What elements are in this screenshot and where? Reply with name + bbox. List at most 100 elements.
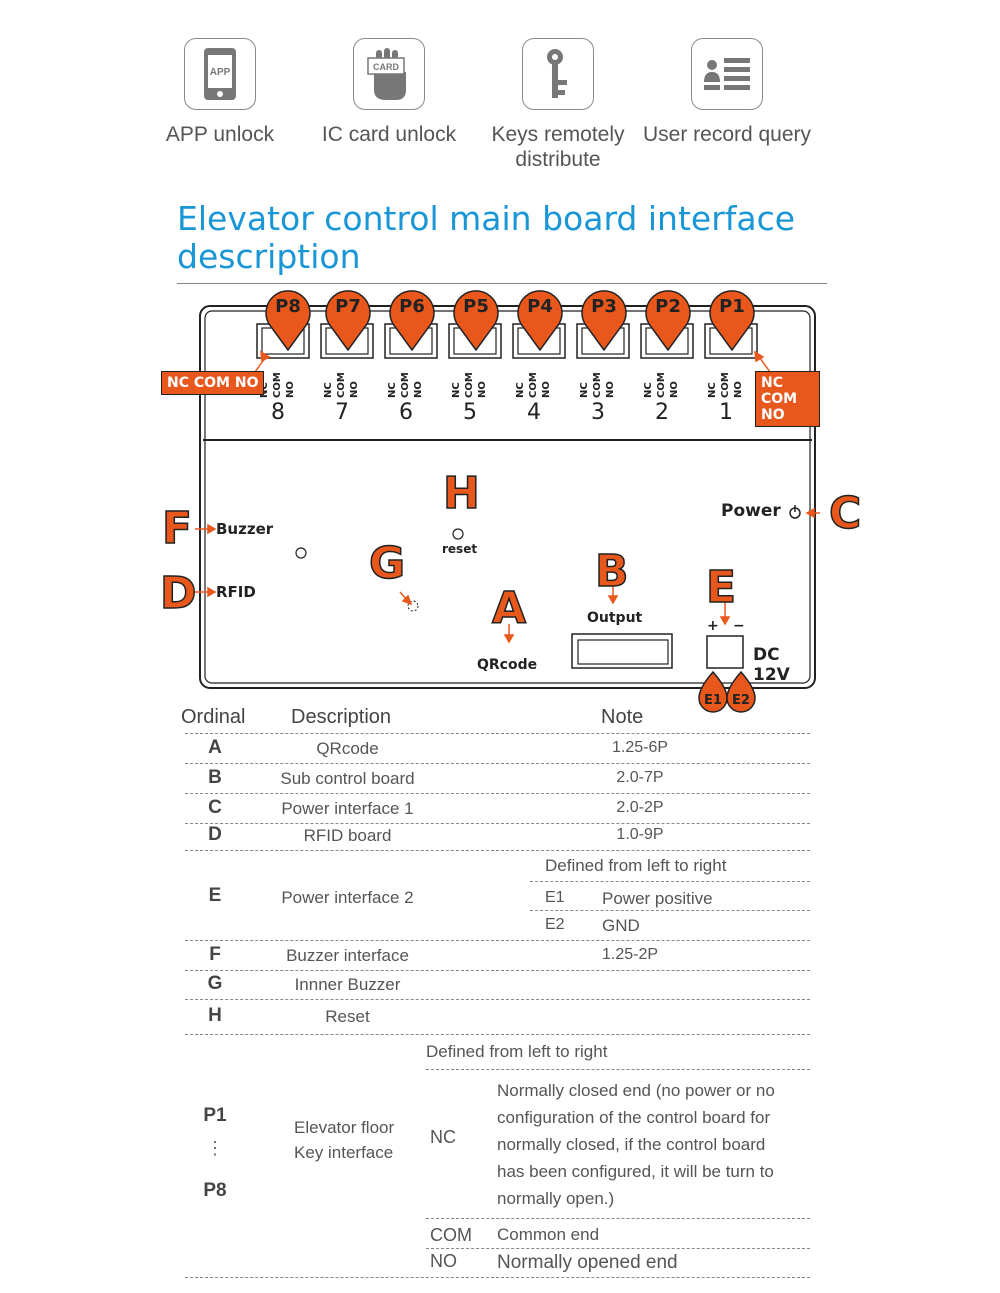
qrcode-label: QRcode <box>477 657 538 673</box>
letter-a: A <box>491 582 527 635</box>
note-line: normally closed, if the control board <box>497 1135 766 1154</box>
connector-number: 2 <box>655 400 669 425</box>
app-phone-icon: APP <box>184 38 256 110</box>
letter-d: D <box>159 567 197 620</box>
reset-label: reset <box>442 542 478 556</box>
ordinal-cell: C <box>208 797 222 818</box>
feature-label-user-record: User record query <box>642 123 812 146</box>
pin-marker-p7: P7 <box>319 290 377 357</box>
letter-h: H <box>442 467 480 520</box>
ordinal-cell: P1 <box>203 1105 227 1126</box>
board-outline <box>195 305 820 689</box>
contact-label: COM <box>272 372 283 398</box>
note-key: E2 <box>545 916 565 933</box>
note-line: configuration of the control board for <box>497 1108 771 1127</box>
note-value: GND <box>602 916 640 935</box>
contact-label: NC <box>323 382 334 398</box>
app-badge-text: APP <box>210 67 231 78</box>
ordinal-cell: A <box>208 737 222 758</box>
contact-label: NO <box>349 381 360 398</box>
row-divider <box>530 881 810 882</box>
pin-label: P6 <box>399 296 425 317</box>
note-key: E1 <box>545 889 565 906</box>
row-divider <box>185 733 810 734</box>
description-cell: Reset <box>325 1007 370 1026</box>
pin-marker-p1: P1 <box>703 290 761 357</box>
connector-number: 7 <box>335 400 349 425</box>
letter-c: C <box>828 487 862 540</box>
ordinal-cell: G <box>207 973 223 994</box>
left-contact-tag: NC COM NO <box>161 371 265 395</box>
contact-label: NO <box>285 381 296 398</box>
note-key: NO <box>430 1251 457 1271</box>
contact-label: COM <box>336 372 347 398</box>
feature-user-record: User record query <box>627 38 827 147</box>
pin-label: P4 <box>527 296 553 317</box>
row-divider <box>185 850 810 851</box>
contact-label: NO <box>477 381 488 398</box>
ic-card-icon: CARD <box>353 38 425 110</box>
ordinal-cell: F <box>209 944 221 965</box>
contact-label: COM <box>528 372 539 398</box>
contact-label: NC <box>707 382 718 398</box>
e2-marker-text: E2 <box>732 693 750 708</box>
letter-e: E <box>705 561 737 614</box>
user-record-icon <box>691 38 763 110</box>
contact-label: NO <box>413 381 424 398</box>
e1-e2-markers: E1 E2 <box>698 670 756 713</box>
pin-label: P5 <box>463 296 489 317</box>
pin-label: P1 <box>719 296 745 317</box>
connector-number: 5 <box>463 400 477 425</box>
pin-marker-p4: P4 <box>511 290 569 357</box>
row-divider <box>185 823 810 824</box>
contact-label: NC <box>451 382 462 398</box>
note-cell: 1.0-9P <box>616 826 664 843</box>
letter-f: F <box>161 502 193 555</box>
header-ordinal: Ordinal <box>181 706 246 728</box>
page-title: Elevator control main board interface de… <box>177 199 796 276</box>
note-cell: 1.25-2P <box>601 946 659 963</box>
contact-label: COM <box>656 372 667 398</box>
note-cell: 1.25-6P <box>611 739 669 756</box>
feature-label-app: APP unlock <box>165 123 275 146</box>
description-cell: Power interface 1 <box>281 799 414 818</box>
contact-label: NC <box>515 382 526 398</box>
row-divider <box>185 999 810 1000</box>
ordinal-cell: H <box>208 1005 222 1026</box>
row-divider <box>185 793 810 794</box>
feature-ic-card-unlock: CARD IC card unlock <box>289 38 489 147</box>
description-cell: QRcode <box>316 739 379 758</box>
ordinal-cell: E <box>208 885 222 906</box>
note-line: normally open.) <box>497 1189 615 1208</box>
row-divider <box>426 1069 810 1070</box>
ordinal-cell: D <box>208 824 222 845</box>
note-line: has been configured, it will be turn to <box>497 1162 774 1181</box>
note-value: Power positive <box>602 889 713 908</box>
header-note: Note <box>601 706 644 728</box>
note-subheading: Defined from left to right <box>545 856 727 875</box>
card-badge-text: CARD <box>373 62 399 72</box>
letter-b: B <box>594 545 629 598</box>
connector-number: 1 <box>719 400 733 425</box>
feature-app-unlock: APP APP unlock <box>120 38 320 147</box>
description-cell: Innner Buzzer <box>294 975 401 994</box>
power-label: Power <box>721 501 781 521</box>
feature-keys-remote: Keys remotely distribute <box>458 38 658 172</box>
pin-marker-p3: P3 <box>575 290 633 357</box>
note-line: Normally closed end (no power or no <box>497 1081 775 1100</box>
note-value: Common end <box>497 1225 600 1244</box>
ordinal-cell: P8 <box>203 1180 227 1201</box>
pin-label: P3 <box>591 296 617 317</box>
pin-marker-p5: P5 <box>447 290 505 357</box>
note-cell: 2.0-2P <box>616 799 664 816</box>
connector-number: 6 <box>399 400 413 425</box>
description-cell: RFID board <box>303 826 392 845</box>
pin-label: P8 <box>275 296 301 317</box>
description-cell: Sub control board <box>280 769 415 788</box>
